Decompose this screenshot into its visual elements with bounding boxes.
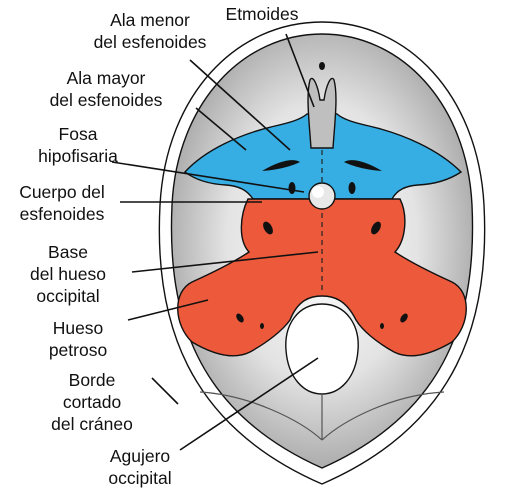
label-cuerpo: Cuerpo del bbox=[19, 182, 105, 202]
label-borde: Borde bbox=[69, 370, 116, 390]
label-borde-3: del cráneo bbox=[51, 414, 133, 434]
label-borde-2: cortado bbox=[63, 392, 121, 412]
label-ala-menor-2: del esfenoides bbox=[94, 32, 207, 52]
label-base: Base bbox=[48, 242, 88, 262]
label-ala-mayor: Ala mayor bbox=[67, 68, 146, 88]
label-agujero-2: occipital bbox=[108, 468, 171, 488]
label-base-3: occipital bbox=[36, 286, 99, 306]
label-ala-mayor-2: del esfenoides bbox=[50, 90, 163, 110]
label-fosa-2: hipofisaria bbox=[38, 146, 118, 166]
label-cuerpo-2: esfenoides bbox=[20, 204, 105, 224]
ethmoid-dot bbox=[319, 62, 325, 70]
label-base-2: del hueso bbox=[30, 264, 106, 284]
pituitary-fossa-highlight bbox=[312, 186, 324, 198]
label-petroso: Hueso bbox=[53, 318, 104, 338]
foramen-magnum bbox=[286, 304, 358, 394]
label-petroso-2: petroso bbox=[49, 340, 107, 360]
label-agujero: Agujero bbox=[110, 446, 170, 466]
label-ala-menor: Ala menor bbox=[110, 10, 190, 30]
label-etmoides: Etmoides bbox=[226, 4, 299, 24]
label-fosa: Fosa bbox=[59, 124, 98, 144]
